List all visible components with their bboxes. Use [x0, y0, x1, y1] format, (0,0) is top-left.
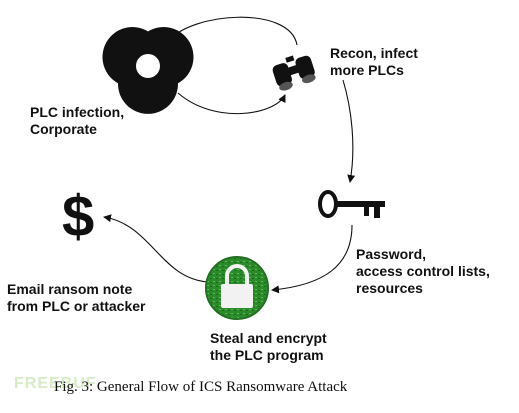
label-steal-line1: Steal and encrypt: [210, 330, 327, 346]
arrow-lock-to-dollar: [103, 214, 209, 283]
arrow-recon-to-key: [342, 79, 356, 183]
binoculars-icon: [272, 55, 316, 91]
label-recon-line1: Recon, infect: [330, 45, 418, 61]
label-steal-encrypt: Steal and encrypt the PLC program: [210, 330, 327, 364]
label-email-line1: Email ransom note: [7, 281, 133, 297]
label-password-line2: access control lists,: [356, 263, 490, 279]
flow-arrows: [103, 16, 356, 294]
label-plc-infection: PLC infection, Corporate: [30, 104, 124, 138]
label-recon: Recon, infect more PLCs: [330, 45, 418, 79]
arrow-key-to-lock: [271, 224, 353, 294]
watermark: FREEBUF: [14, 375, 97, 392]
dollar-sign-icon: $: [62, 184, 95, 249]
label-password-line3: resources: [356, 280, 423, 296]
arrow-infection-to-recon: [177, 92, 286, 115]
label-password-line1: Password,: [356, 246, 427, 262]
label-email-line2: from PLC or attacker: [7, 298, 146, 314]
label-plc-infection-line2: Corporate: [30, 121, 97, 137]
label-steal-line2: the PLC program: [210, 347, 324, 363]
lock-icon: [205, 256, 269, 320]
biohazard-icon: [102, 27, 194, 114]
figure-caption: Fig. 3: General Flow of ICS Ransomware A…: [54, 379, 348, 395]
label-password: Password, access control lists, resource…: [356, 246, 490, 297]
label-email-ransom: Email ransom note from PLC or attacker: [7, 281, 145, 315]
key-icon: [318, 190, 385, 218]
label-recon-line2: more PLCs: [330, 62, 404, 78]
label-plc-infection-line1: PLC infection,: [30, 104, 125, 120]
